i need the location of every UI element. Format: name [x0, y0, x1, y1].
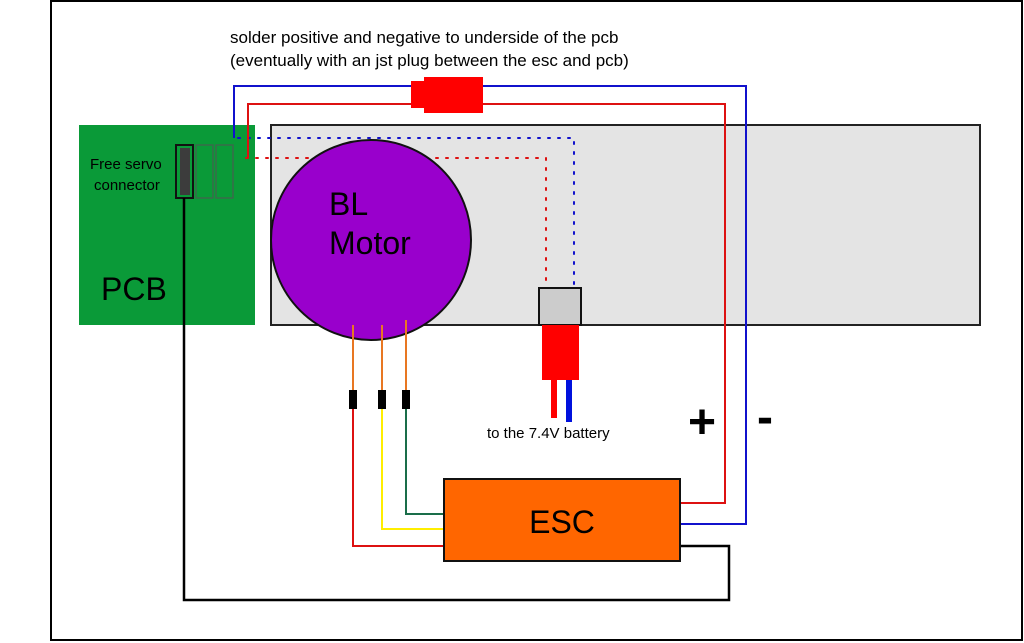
battery-plug-body [542, 325, 579, 380]
servo-slot-3 [215, 144, 234, 199]
servo-slot-pin [180, 148, 190, 195]
positive-wire [247, 103, 726, 504]
battery-plug-housing [538, 287, 582, 326]
motor-label-line1: BL [329, 186, 368, 222]
motor-label-line2: Motor [329, 225, 411, 261]
title-line-2: (eventually with an jst plug between the… [230, 51, 629, 70]
negative-sign: - [757, 391, 773, 444]
phase-wire-red [352, 409, 444, 547]
bullet-connector-a [349, 390, 357, 409]
bl-motor [270, 139, 472, 341]
jst-plug [411, 77, 483, 113]
battery-lead-positive [551, 380, 557, 418]
positive-sign: + [688, 396, 716, 449]
bullet-connector-b [378, 390, 386, 409]
negative-trace-dotted [237, 137, 575, 289]
esc-box [443, 478, 681, 562]
battery-label: to the 7.4V battery [487, 425, 610, 442]
signal-wire [182, 198, 731, 602]
esc-label: ESC [529, 504, 595, 540]
pcb-label: PCB [101, 271, 167, 307]
servo-label-line1: Free servo [90, 156, 162, 173]
phase-wire-yellow [381, 409, 444, 530]
battery-lead-negative [566, 380, 572, 422]
pcb-board [79, 125, 255, 325]
servo-label-line2: connector [94, 177, 160, 194]
bullet-connector-c [402, 390, 410, 409]
negative-wire [233, 85, 747, 525]
servo-slot-2 [195, 144, 214, 199]
phase-wire-green [405, 409, 444, 515]
title-line-1: solder positive and negative to undersid… [230, 28, 618, 47]
